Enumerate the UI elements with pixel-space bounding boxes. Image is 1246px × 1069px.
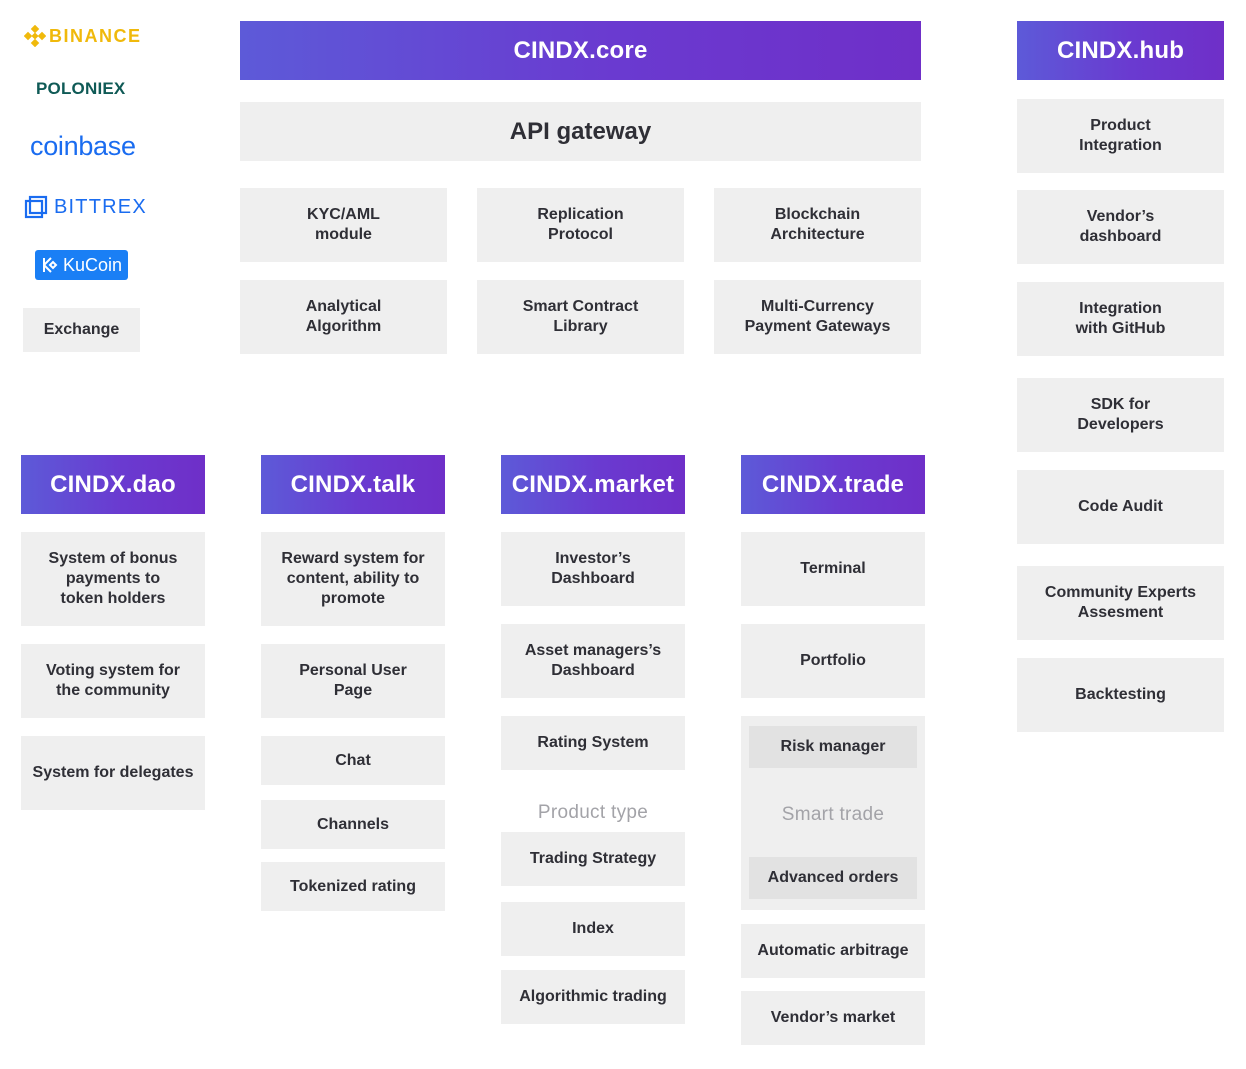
bittrex-icon (24, 195, 48, 219)
hub-item: Backtesting (1017, 658, 1224, 732)
core-header: CINDX.core (240, 21, 921, 80)
market-item: Rating System (501, 716, 685, 770)
core-module: Smart Contract Library (477, 280, 684, 354)
advanced-orders: Advanced orders (749, 857, 917, 899)
poloniex-label: POLONIEX (36, 79, 126, 98)
dao-item: System for delegates (21, 736, 205, 810)
market-item: Investor’s Dashboard (501, 532, 685, 606)
exchange-box: Exchange (23, 308, 140, 352)
trade-item: Automatic arbitrage (741, 924, 925, 978)
api-gateway: API gateway (240, 102, 921, 161)
dao-item: Voting system for the community (21, 644, 205, 718)
risk-manager: Risk manager (749, 726, 917, 768)
hub-item: Community Experts Assesment (1017, 566, 1224, 640)
talk-item: Tokenized rating (261, 862, 445, 911)
product-type-item: Index (501, 902, 685, 956)
poloniex-logo: POLONIEX (36, 78, 125, 100)
kucoin-logo: KuCoin (35, 250, 128, 280)
hub-item: Code Audit (1017, 470, 1224, 544)
core-module: Replication Protocol (477, 188, 684, 262)
core-module: Blockchain Architecture (714, 188, 921, 262)
trade-item: Portfolio (741, 624, 925, 698)
product-type-item: Algorithmic trading (501, 970, 685, 1024)
core-module: KYC/AML module (240, 188, 447, 262)
trade-item: Vendor’s market (741, 991, 925, 1045)
hub-item: Product Integration (1017, 99, 1224, 173)
talk-item: Personal User Page (261, 644, 445, 718)
bittrex-label: BITTREX (54, 195, 147, 218)
core-module: Analytical Algorithm (240, 280, 447, 354)
coinbase-logo: coinbase (30, 128, 136, 164)
bittrex-logo: BITTREX (24, 192, 147, 222)
talk-item: Chat (261, 736, 445, 785)
trade-header: CINDX.trade (741, 455, 925, 514)
kucoin-icon (42, 257, 58, 273)
market-item: Asset managers’s Dashboard (501, 624, 685, 698)
talk-header: CINDX.talk (261, 455, 445, 514)
hub-header: CINDX.hub (1017, 21, 1224, 80)
market-header: CINDX.market (501, 455, 685, 514)
product-type-item: Trading Strategy (501, 832, 685, 886)
dao-header: CINDX.dao (21, 455, 205, 514)
binance-diamond-icon (24, 25, 46, 47)
binance-label: BINANCE (49, 25, 142, 46)
kucoin-label: KuCoin (62, 254, 123, 275)
hub-item: Integration with GitHub (1017, 282, 1224, 356)
binance-logo: BINANCE (24, 22, 142, 50)
trade-item: Terminal (741, 532, 925, 606)
talk-item: Channels (261, 800, 445, 849)
hub-item: SDK for Developers (1017, 378, 1224, 452)
smart-trade-label: Smart trade (781, 804, 885, 825)
dao-item: System of bonus payments to token holder… (21, 532, 205, 626)
talk-item: Reward system for content, ability to pr… (261, 532, 445, 626)
coinbase-label: coinbase (30, 130, 136, 161)
product-type-label: Product type (537, 802, 649, 823)
core-module: Multi-Currency Payment Gateways (714, 280, 921, 354)
hub-item: Vendor’s dashboard (1017, 190, 1224, 264)
